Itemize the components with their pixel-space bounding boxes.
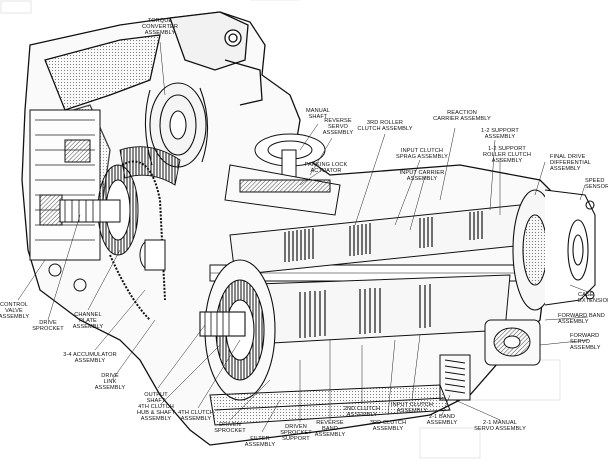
label-second-clutch: 2ND CLUTCH ASSEMBLY [343,406,381,419]
two-one-servo [439,354,471,401]
torque-converter [144,82,209,168]
label-final-drive: FINAL DRIVE DIFFERENTIAL ASSEMBLY [550,154,591,173]
label-input-clutch: INPUT CLUTCH ASSEMBLY [390,402,434,415]
label-two-one-manual-servo: 2-1 MANUAL SERVO ASSEMBLY [474,420,526,433]
label-third-roller-clutch: 3RD ROLLER CLUTCH ASSEMBLY [357,120,413,133]
lower-clutch-plates [299,284,431,338]
leader-lines [17,41,589,433]
label-input-clutch-sprag: INPUT CLUTCH SPRAG ASSEMBLY [396,148,448,161]
label-drive-link: DRIVE LINK ASSEMBLY [94,373,126,392]
label-channel-plate: CHANNEL PLATE ASSEMBLY [72,312,104,331]
control-valve-body [29,109,101,292]
label-one-two-support-roller: 1-2 SUPPORT ROLLER CLUTCH ASSEMBLY [483,146,531,165]
label-torque-converter: TORQUE CONVERTER ASSEMBLY [142,18,178,37]
label-forward-servo: FORWARD SERVO ASSEMBLY [570,333,601,352]
final-drive [512,189,596,311]
label-reaction-carrier: REACTION CARRIER ASSEMBLY [433,110,491,123]
label-reverse-band: REVERSE BAND ASSEMBLY [314,420,346,439]
label-fourth-clutch-hub: 4TH CLUTCH HUB & SHAFT ASSEMBLY [136,404,176,423]
label-reverse-servo: REVERSE SERVO ASSEMBLY [322,118,354,137]
label-driven-sprocket-support: DRIVEN SPROCKET SUPPORT [280,424,312,443]
label-parking-lock: PARKING LOCK ACTUATOR [304,162,348,175]
label-fourth-clutch: 4TH CLUTCH ASSEMBLY [178,410,214,423]
label-driven-sprocket: DRIVEN SPROCKET [214,422,246,435]
fourth-clutch-drum [199,259,276,401]
gear-ring [119,146,181,186]
manual-shaft-area [224,133,341,216]
label-input-carrier: INPUT CARRIER ASSEMBLY [399,170,445,183]
label-third-clutch: 3RD CLUTCH ASSEMBLY [369,420,407,433]
label-drive-sprocket: DRIVE SPROCKET [32,320,64,333]
label-speed-sensor: SPEED SENSOR [585,178,608,191]
upper-clutch-plates [284,211,483,262]
forward-servo [484,319,541,366]
clutch-plates [284,211,483,338]
label-accumulator: 3-4 ACCUMULATOR ASSEMBLY [63,352,117,365]
label-manual-shaft: MANUAL SHAFT [306,108,330,121]
label-one-two-support: 1-2 SUPPORT ASSEMBLY [481,128,519,141]
drive-sprocket-gear [59,160,166,321]
label-forward-band: FORWARD BAND ASSEMBLY [558,313,605,326]
label-two-one-band: 2-1 BAND ASSEMBLY [426,414,458,427]
label-case-extension: CASE EXTENSION [578,292,608,305]
label-filter: FILTER ASSEMBLY [244,436,276,449]
label-control-valve: CONTROL VALVE ASSEMBLY [0,302,30,321]
label-output-shaft: OUTPUT SHAFT [144,392,168,405]
